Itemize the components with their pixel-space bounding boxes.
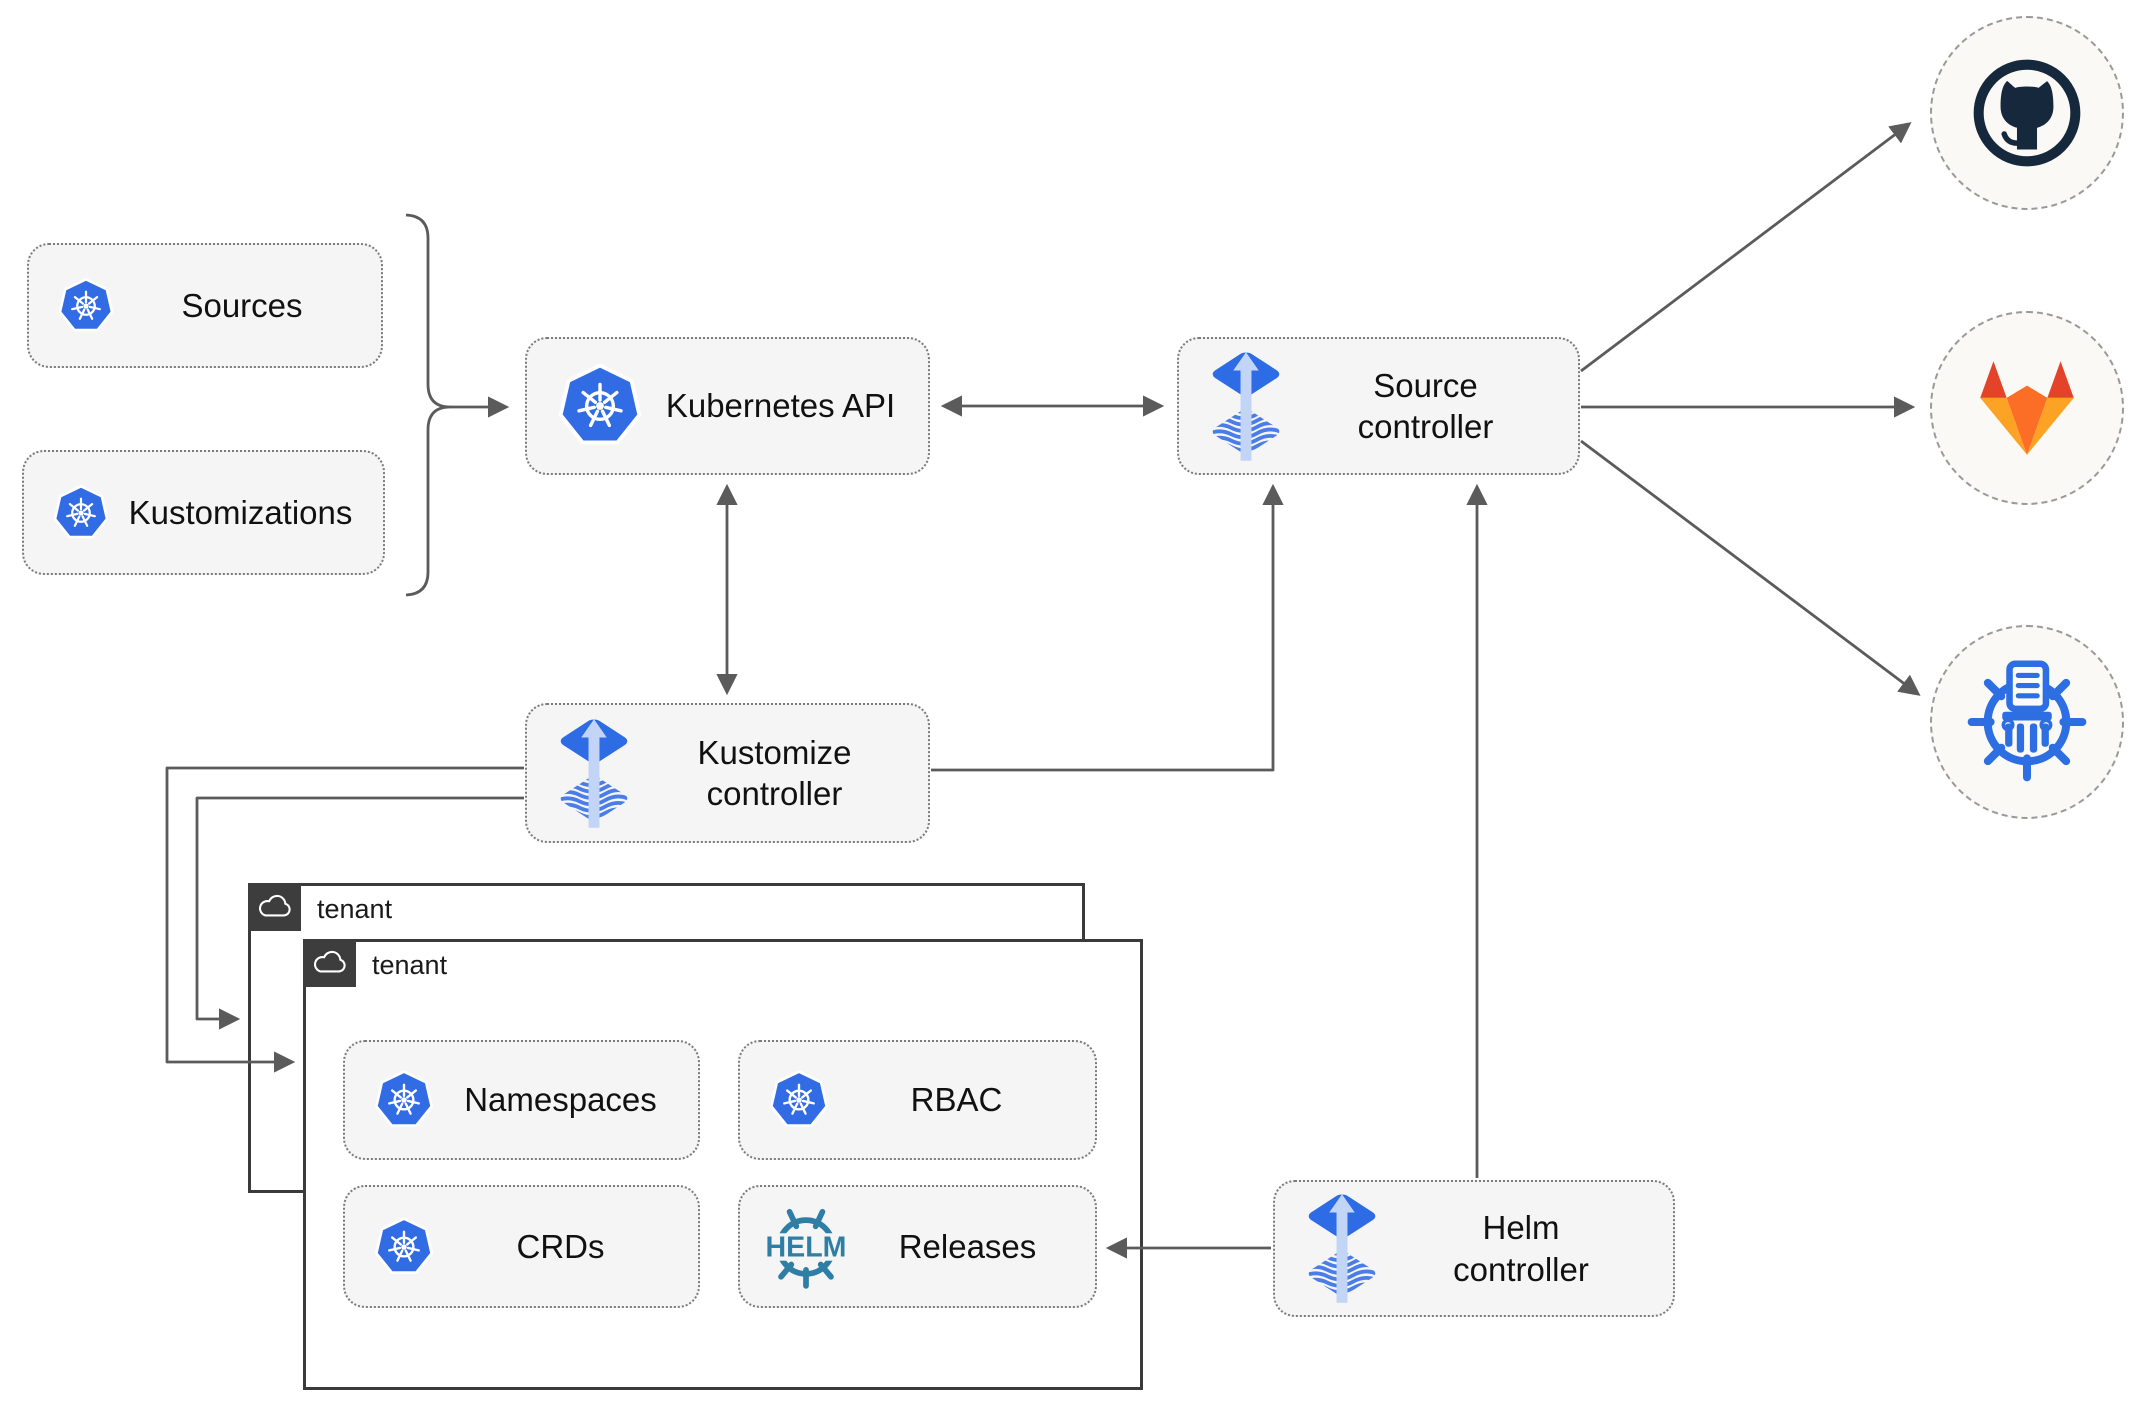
registry-endpoint (1930, 625, 2124, 819)
helm-icon (758, 1199, 854, 1295)
helm-controller-label: Helm controller (1453, 1209, 1589, 1288)
tenant-label: tenant (317, 894, 393, 924)
kubernetes-registry-icon (1960, 655, 2094, 789)
gitlab-icon (1966, 355, 2088, 461)
source-controller-box: Source controller (1177, 337, 1580, 475)
connector-kustomize-to-sourcecontroller (931, 483, 1284, 772)
connector-source-to-github (1580, 122, 1912, 373)
helm-controller-box: Helm controller (1273, 1180, 1675, 1317)
kubernetes-icon (553, 359, 647, 453)
github-icon (1965, 51, 2089, 175)
releases-label: Releases (898, 1227, 1037, 1265)
kustomize-controller-label: Kustomize controller (697, 733, 852, 812)
kustomizations-label: Kustomizations (128, 493, 353, 531)
kustomize-controller-box: Kustomize controller (525, 703, 930, 843)
cloud-icon (312, 950, 348, 977)
crds-box: CRDs (343, 1185, 700, 1308)
flux-icon (553, 712, 635, 835)
kubernetes-icon (371, 1214, 437, 1280)
kubernetes-api-label: Kubernetes API (665, 387, 896, 424)
tenant-label: tenant (372, 950, 448, 980)
namespaces-label: Namespaces (464, 1081, 657, 1118)
kubernetes-api-box: Kubernetes API (525, 337, 930, 475)
kubernetes-icon (50, 482, 112, 544)
rbac-label: RBAC (910, 1081, 1003, 1118)
kubernetes-icon (766, 1067, 832, 1133)
tenant-header (303, 939, 356, 987)
sources-box: Sources (27, 243, 383, 368)
kubernetes-icon (371, 1067, 437, 1133)
github-endpoint (1930, 16, 2124, 210)
kubernetes-icon (55, 275, 117, 337)
crds-label: CRDs (516, 1227, 605, 1265)
source-controller-label: Source controller (1357, 366, 1494, 445)
flux-icon (1301, 1187, 1383, 1310)
connector-source-to-registry (1580, 439, 1921, 696)
rbac-box: RBAC (738, 1040, 1097, 1160)
gitlab-endpoint (1930, 311, 2124, 505)
flux-icon (1205, 345, 1287, 468)
namespaces-box: Namespaces (343, 1040, 700, 1160)
tenant-header (248, 883, 301, 931)
bracket-sources-group (405, 213, 452, 597)
sources-label: Sources (181, 286, 303, 324)
tenant-box-front: tenant (303, 939, 1143, 1390)
kustomizations-box: Kustomizations (22, 450, 385, 575)
cloud-icon (257, 894, 293, 921)
releases-box: Releases (738, 1185, 1097, 1308)
